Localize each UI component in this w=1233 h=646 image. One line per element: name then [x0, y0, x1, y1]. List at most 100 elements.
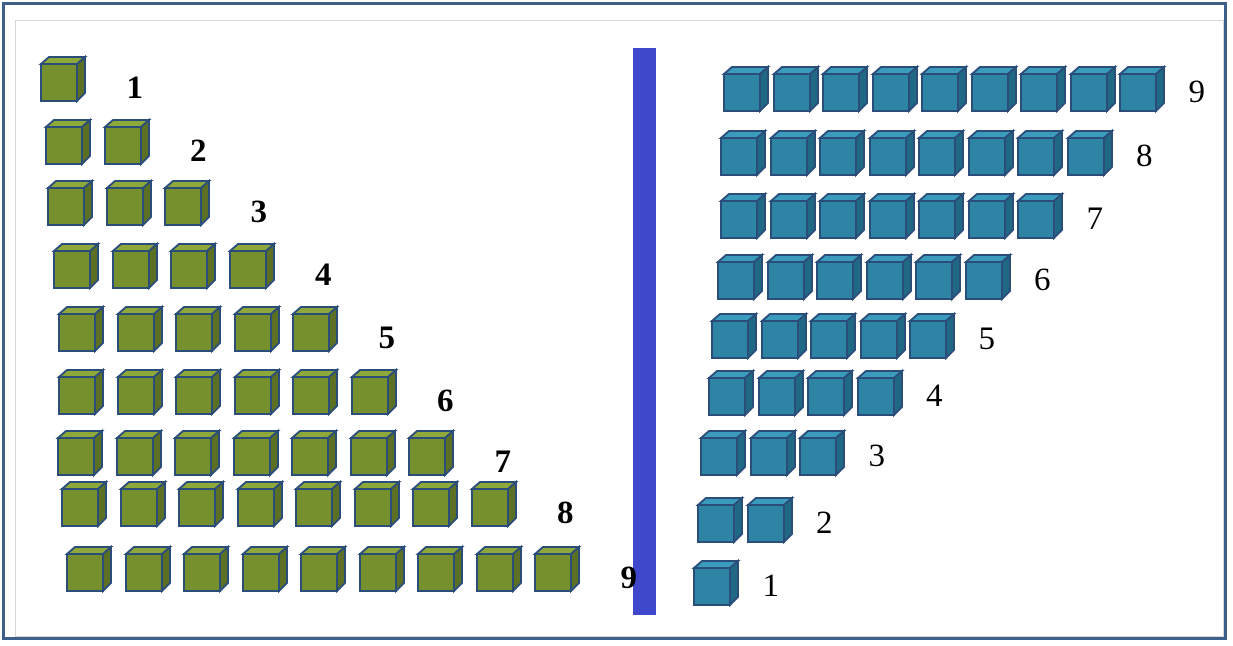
green-cube — [117, 306, 163, 352]
left-row-label: 8 — [557, 497, 574, 530]
green-cube — [40, 56, 86, 102]
green-cube — [106, 180, 152, 226]
teal-cube — [918, 130, 964, 176]
green-cube — [178, 481, 224, 527]
green-cube — [359, 546, 405, 592]
green-cube — [351, 369, 397, 415]
teal-cube — [799, 430, 845, 476]
teal-cube — [816, 254, 862, 300]
green-cube — [242, 546, 288, 592]
teal-cube — [747, 497, 793, 543]
teal-cube — [1017, 130, 1063, 176]
teal-cube — [869, 130, 915, 176]
green-cube — [183, 546, 229, 592]
green-cube — [417, 546, 463, 592]
teal-cube — [1119, 66, 1165, 112]
left-row-label: 6 — [437, 385, 454, 418]
green-cube — [292, 306, 338, 352]
green-cube — [120, 481, 166, 527]
left-row-label: 2 — [190, 135, 207, 168]
right-row-label: 7 — [1087, 203, 1104, 236]
teal-cube — [708, 370, 754, 416]
green-cube — [233, 430, 279, 476]
green-cube — [175, 369, 221, 415]
teal-cube — [872, 66, 918, 112]
left-row-label: 5 — [379, 322, 396, 355]
teal-cube — [1017, 193, 1063, 239]
left-row-label: 9 — [621, 562, 638, 595]
teal-cube — [921, 66, 967, 112]
right-row-label: 3 — [869, 440, 886, 473]
teal-cube — [810, 313, 856, 359]
green-cube — [295, 481, 341, 527]
teal-cube — [1070, 66, 1116, 112]
teal-cube — [700, 430, 746, 476]
green-cube — [58, 306, 104, 352]
teal-cube — [909, 313, 955, 359]
teal-cube — [965, 254, 1011, 300]
teal-cube — [720, 193, 766, 239]
green-cube — [58, 369, 104, 415]
green-cube — [53, 243, 99, 289]
green-cube — [471, 481, 517, 527]
green-cube — [57, 430, 103, 476]
teal-cube — [857, 370, 903, 416]
green-cube — [45, 119, 91, 165]
teal-cube — [697, 497, 743, 543]
left-row-label: 1 — [127, 72, 144, 105]
left-row-label: 7 — [495, 446, 512, 479]
center-divider — [633, 48, 656, 615]
teal-cube — [918, 193, 964, 239]
green-cube — [164, 180, 210, 226]
green-cube — [170, 243, 216, 289]
green-cube — [412, 481, 458, 527]
teal-cube — [968, 130, 1014, 176]
teal-cube — [915, 254, 961, 300]
teal-cube — [720, 130, 766, 176]
green-cube — [47, 180, 93, 226]
right-row-label: 8 — [1136, 140, 1153, 173]
teal-cube — [971, 66, 1017, 112]
teal-cube — [711, 313, 757, 359]
teal-cube — [717, 254, 763, 300]
teal-cube — [819, 193, 865, 239]
right-row-label: 2 — [816, 507, 833, 540]
teal-cube — [860, 313, 906, 359]
teal-cube — [1067, 130, 1113, 176]
green-cube — [292, 369, 338, 415]
teal-cube — [1020, 66, 1066, 112]
teal-cube — [819, 130, 865, 176]
right-row-label: 4 — [926, 380, 943, 413]
right-row-label: 6 — [1034, 264, 1051, 297]
green-cube — [174, 430, 220, 476]
teal-cube — [761, 313, 807, 359]
teal-cube — [767, 254, 813, 300]
green-cube — [175, 306, 221, 352]
teal-cube — [723, 66, 769, 112]
right-row-label: 1 — [763, 570, 780, 603]
green-cube — [125, 546, 171, 592]
green-cube — [116, 430, 162, 476]
left-row-label: 3 — [251, 196, 268, 229]
green-cube — [534, 546, 580, 592]
green-cube — [300, 546, 346, 592]
teal-cube — [869, 193, 915, 239]
teal-cube — [758, 370, 804, 416]
green-cube — [237, 481, 283, 527]
right-row-label: 9 — [1189, 76, 1206, 109]
green-cube — [291, 430, 337, 476]
green-cube — [476, 546, 522, 592]
green-cube — [234, 369, 280, 415]
teal-cube — [807, 370, 853, 416]
green-cube — [408, 430, 454, 476]
teal-cube — [773, 66, 819, 112]
left-row-label: 4 — [315, 259, 332, 292]
teal-cube — [822, 66, 868, 112]
green-cube — [104, 119, 150, 165]
green-cube — [112, 243, 158, 289]
green-cube — [234, 306, 280, 352]
right-row-label: 5 — [979, 323, 996, 356]
green-cube — [117, 369, 163, 415]
green-cube — [66, 546, 112, 592]
teal-cube — [770, 193, 816, 239]
